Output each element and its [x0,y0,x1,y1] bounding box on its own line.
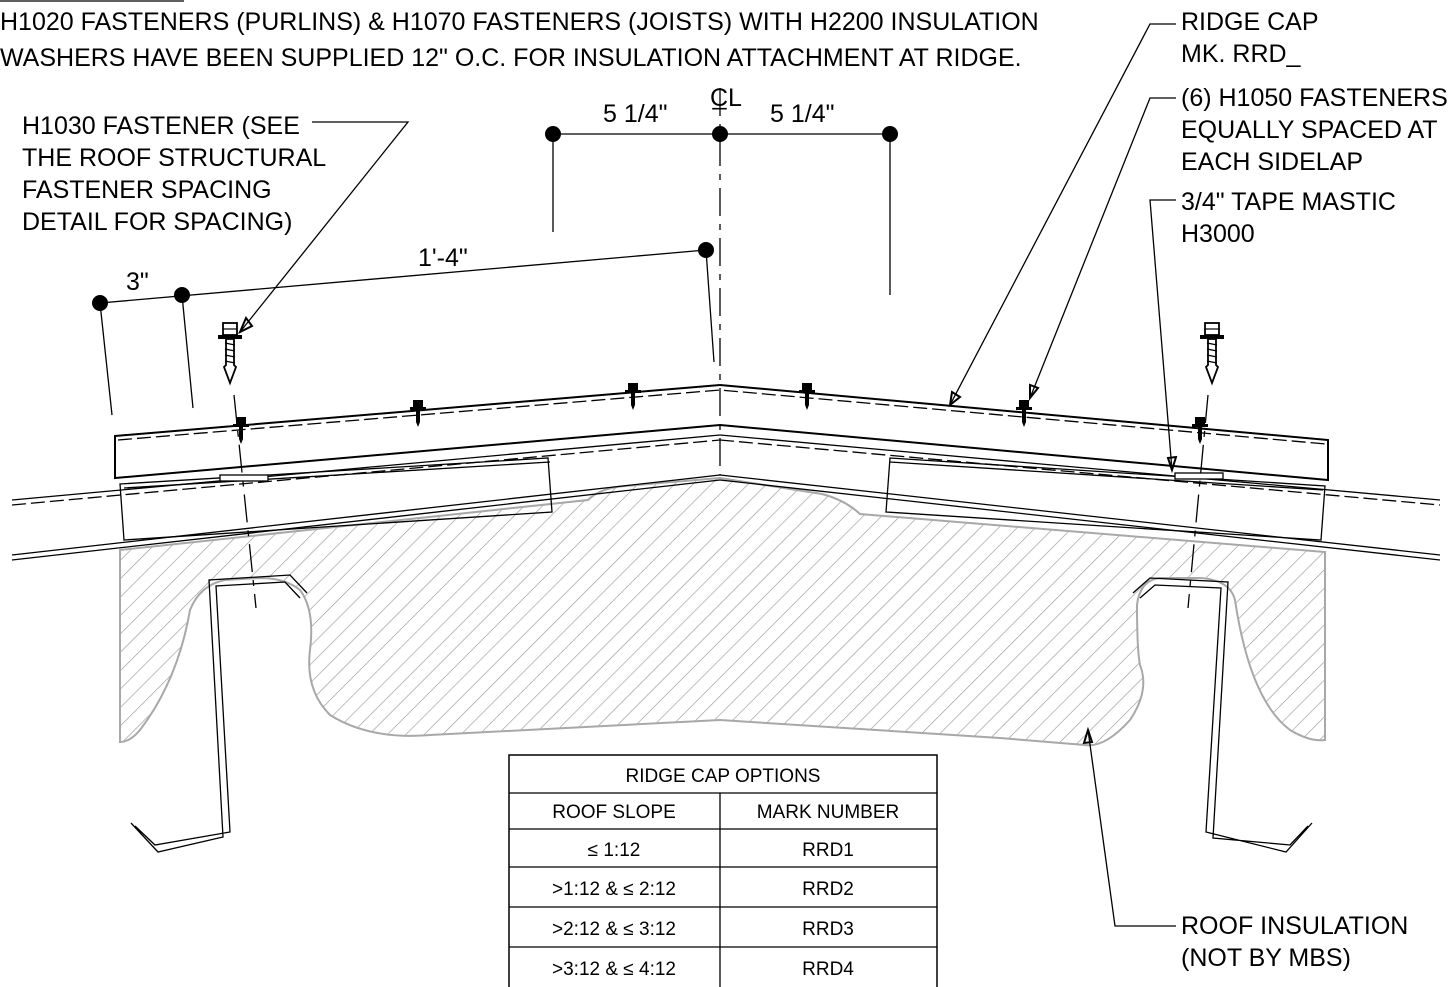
table-header-slope: ROOF SLOPE [552,802,676,823]
roof-insulation [119,476,1326,747]
panel-bottom-left [11,474,721,561]
table-cell-slope: >3:12 & ≤ 4:12 [552,959,676,980]
left-closure [119,457,553,541]
slope-dimension [92,242,715,416]
right-purlin [1132,577,1313,853]
table-cell-slope: >1:12 & ≤ 2:12 [552,879,676,900]
left-purlin [130,574,308,853]
leader-lines [238,23,1178,927]
table-cell-slope: >2:12 & ≤ 3:12 [552,919,676,940]
table-title: RIDGE CAP OPTIONS [626,766,821,787]
h1030-note-line4: DETAIL FOR SPACING) [22,208,292,236]
table-cell-mark: RRD4 [802,959,854,980]
center-line-symbol: C̲L [710,84,742,112]
h1030-note-line2: THE ROOF STRUCTURAL [22,144,326,172]
tape-mastic-note-line1: 3/4" TAPE MASTIC [1181,188,1396,216]
general-note-line1: H1020 FASTENERS (PURLINS) & H1070 FASTEN… [0,8,1039,36]
panel-top-left [11,434,721,501]
ridge-cap [114,383,1329,482]
tape-mastic-right [1174,472,1224,480]
dim-left-half: 5 1/4" [603,100,667,128]
h1050-note-line2: EQUALLY SPACED AT [1181,116,1438,144]
cap-fastener-2 [410,400,426,427]
h1030-fastener-left [217,322,243,384]
dim-right-half: 5 1/4" [770,100,834,128]
panel-top-left-dash [11,439,721,506]
table-header-mark: MARK NUMBER [757,802,900,823]
insulation-note-line2: (NOT BY MBS) [1181,944,1351,972]
table-cell-mark: RRD2 [802,879,854,900]
dim-slope-length: 1'-4" [418,244,468,272]
table-cell-mark: RRD3 [802,919,854,940]
h1030-note-line1: H1030 FASTENER (SEE [22,112,300,140]
ridge-cap-dash [117,389,1327,445]
tape-mastic-note-line2: H3000 [1181,220,1255,248]
panel-top-right-dash [719,439,1441,506]
insulation-note-line1: ROOF INSULATION [1181,912,1408,940]
table-cell-slope: ≤ 1:12 [588,840,641,861]
general-note-line2: WASHERS HAVE BEEN SUPPLIED 12" O.C. FOR … [0,44,1022,72]
ridge-cap-note-line2: MK. RRD_ [1181,40,1302,68]
tape-mastic-left [219,474,269,482]
h1030-note-line3: FASTENER SPACING [22,176,272,204]
h1050-note-line1: (6) H1050 FASTENERS [1181,84,1448,112]
panel-top-right [719,434,1441,501]
h1050-note-line3: EACH SIDELAP [1181,148,1363,176]
table-cell-mark: RRD1 [802,840,854,861]
ridge-cap-note-line1: RIDGE CAP [1181,8,1319,36]
dim-edge-offset: 3" [126,268,149,296]
fastener-centerline-right [1187,394,1209,609]
cap-fastener-4 [799,383,815,410]
fastener-centerline-left [233,394,257,609]
h1030-fastener-right [1199,322,1225,384]
top-dimension [545,126,898,295]
ridge-cap-options-table: RIDGE CAP OPTIONS ROOF SLOPE MARK NUMBER… [508,754,938,987]
panel-bottom-right [719,474,1441,561]
